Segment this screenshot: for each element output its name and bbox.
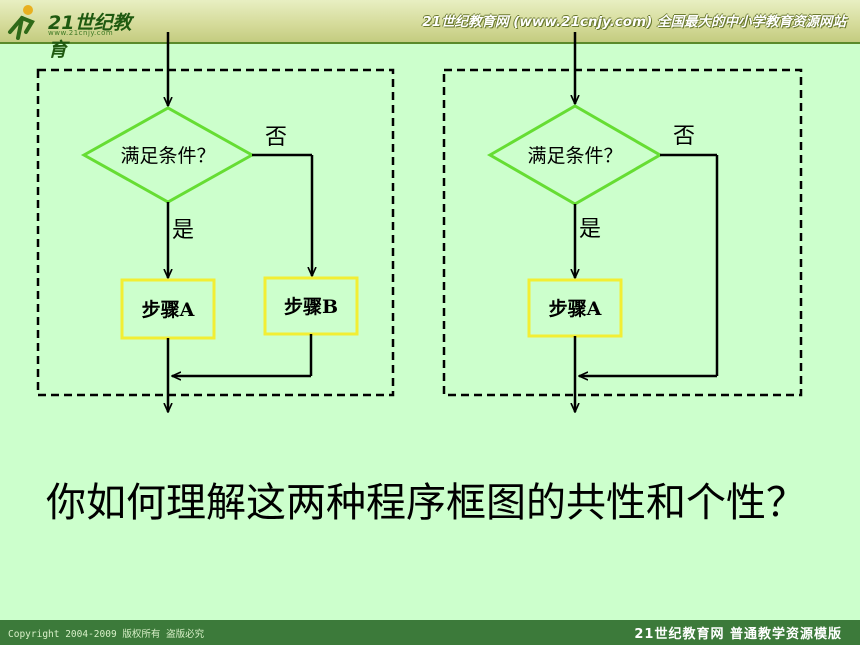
logo-url: www.21cnjy.com [48,29,114,37]
left-flowchart: 满足条件？ 否 是 步骤A 步骤B [36,32,395,412]
footer-bar: Copyright 2004-2009 版权所有 盗版必究 21世纪教育网 普通… [0,620,860,645]
left-no-label: 否 [265,125,287,150]
right-yes-label: 是 [579,217,601,242]
right-condition-label: 满足条件？ [527,145,622,167]
footer-brand[interactable]: 21世纪教育网 普通教学资源模版 [634,627,842,642]
logo-text: 21世纪教育 [48,12,132,61]
left-dashed-frame [36,68,395,397]
site-tagline: 21世纪教育网 (www.21cnjy.com) 全国最大的中小学教育资源网站 [422,14,846,30]
question-text: 你如何理解这两种程序框图的共性和个性？ [46,480,806,526]
left-condition-label: 满足条件？ [120,145,215,167]
left-yes-label: 是 [172,218,194,243]
runner-logo-icon [8,5,35,40]
copyright-text: Copyright 2004-2009 版权所有 盗版必究 [8,629,205,640]
right-no-label: 否 [673,124,695,149]
right-step-a-label: 步骤A [549,298,602,320]
left-step-a-label: 步骤A [142,299,195,321]
left-step-b-label: 步骤B [284,296,338,318]
header-banner: 21世纪教育 www.21cnjy.com 21世纪教育网 (www.21cnj… [0,0,860,61]
right-dashed-frame [442,68,803,397]
site-logo[interactable]: 21世纪教育 www.21cnjy.com [4,2,144,61]
right-flowchart: 满足条件？ 否 是 步骤A [442,32,803,412]
